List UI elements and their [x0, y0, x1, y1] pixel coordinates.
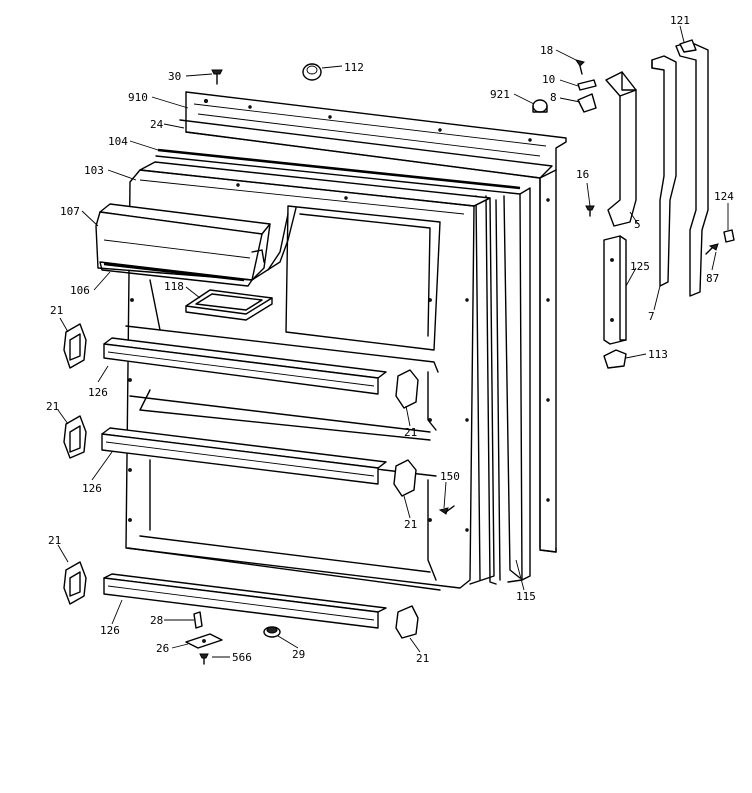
screw-150	[438, 505, 455, 515]
callout-121: 121	[670, 14, 690, 27]
callout-28: 28	[150, 614, 163, 627]
callout-150: 150	[440, 470, 460, 483]
handle-7	[651, 55, 677, 287]
plug-112	[302, 63, 322, 81]
callout-103: 103	[84, 164, 104, 177]
callout-16: 16	[576, 168, 589, 181]
callout-10: 10	[542, 73, 555, 86]
callout-26: 26	[156, 642, 169, 655]
callout-5: 5	[634, 218, 641, 231]
callout-8: 8	[550, 91, 557, 104]
rail-end-cap-left-3	[63, 561, 87, 605]
callout-21-c: 21	[404, 426, 417, 439]
callout-21-f: 21	[416, 652, 429, 665]
inner-door-liner	[125, 161, 495, 591]
screw-16	[585, 205, 595, 217]
shelf-rail-upper	[103, 337, 387, 395]
callout-921: 921	[490, 88, 510, 101]
callout-29: 29	[292, 648, 305, 661]
callout-21-b: 21	[46, 400, 59, 413]
rail-end-cap-left-2	[63, 415, 87, 459]
callout-21-e: 21	[404, 518, 417, 531]
rail-end-cap-left-1	[63, 323, 87, 369]
dairy-bin	[99, 207, 297, 287]
callout-126-c: 126	[100, 624, 120, 637]
callout-125: 125	[630, 260, 650, 273]
dairy-door	[95, 203, 271, 281]
plate-26	[185, 633, 223, 649]
callout-910: 910	[128, 91, 148, 104]
cap-921	[532, 99, 548, 113]
rail-end-cap-right-1	[395, 369, 419, 409]
trim-125	[603, 235, 627, 345]
screw-18	[574, 59, 585, 75]
shelf-rail-middle	[101, 427, 387, 485]
callout-126-b: 126	[82, 482, 102, 495]
screw-566	[199, 653, 209, 665]
door-gasket	[155, 119, 553, 585]
clip-124	[723, 229, 735, 243]
screw-30	[211, 69, 223, 85]
butter-tray	[185, 289, 273, 321]
handle-mount-5	[605, 71, 637, 227]
callout-87: 87	[706, 272, 719, 285]
callout-112: 112	[344, 61, 364, 74]
shelf-rail-lower	[103, 573, 387, 629]
pin-28	[193, 611, 203, 629]
callout-124: 124	[714, 190, 734, 203]
stop-29	[263, 626, 281, 638]
callout-24: 24	[150, 118, 164, 131]
handle-121	[675, 39, 709, 297]
rail-end-cap-right-3	[395, 605, 419, 639]
callout-104: 104	[108, 135, 128, 148]
callout-7: 7	[648, 310, 655, 323]
bushing-113	[603, 349, 627, 369]
clip-8	[577, 93, 597, 113]
screw-87	[705, 243, 719, 255]
callout-21-a: 21	[50, 304, 63, 317]
callout-106: 106	[70, 284, 90, 297]
shim-10	[577, 79, 597, 91]
callout-118: 118	[164, 280, 184, 293]
callout-115: 115	[516, 590, 536, 603]
callout-113: 113	[648, 348, 668, 361]
leader-lines	[57, 25, 729, 658]
callout-labels: 121 18 10 8 921 30 112 910 24 104 103 10…	[46, 14, 734, 665]
callout-126-a: 126	[88, 386, 108, 399]
rail-end-cap-right-2	[393, 459, 417, 497]
callout-30: 30	[168, 70, 181, 83]
callout-566: 566	[232, 651, 252, 664]
callout-107: 107	[60, 205, 80, 218]
callout-21-d: 21	[48, 534, 61, 547]
callout-18: 18	[540, 44, 553, 57]
